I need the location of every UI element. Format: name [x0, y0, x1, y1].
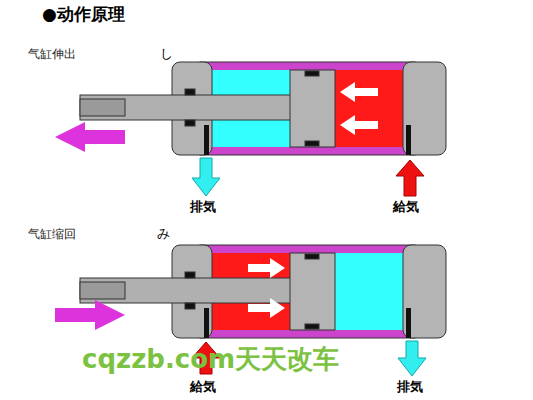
cylinder-extend: [55, 62, 446, 196]
callout-letter-text: し: [160, 46, 173, 61]
port-label: 給気: [190, 380, 216, 393]
callout-letter-text: み: [157, 226, 170, 241]
port-label-text: 給気: [393, 199, 419, 214]
port-label-text: 排気: [397, 379, 423, 394]
port-label-text: 給気: [190, 379, 216, 394]
watermark-text: cqzzb.com天天改车: [82, 344, 339, 374]
caption-label: 气缸伸出: [28, 48, 76, 60]
port-label: 給気: [393, 200, 419, 213]
title: ●动作原理: [42, 6, 125, 23]
callout-letter: み: [157, 227, 170, 240]
port-label: 排気: [397, 380, 423, 393]
callout-letter: し: [160, 47, 173, 60]
caption-label-text: 气缸缩回: [28, 227, 76, 241]
caption-label: 气缸缩回: [28, 228, 76, 240]
cylinder-retract: [55, 245, 446, 376]
port-label-text: 排気: [190, 199, 216, 214]
port-label: 排気: [190, 200, 216, 213]
title-text: ●动作原理: [42, 4, 125, 24]
caption-label-text: 气缸伸出: [28, 47, 76, 61]
watermark: cqzzb.com天天改车: [82, 346, 339, 372]
